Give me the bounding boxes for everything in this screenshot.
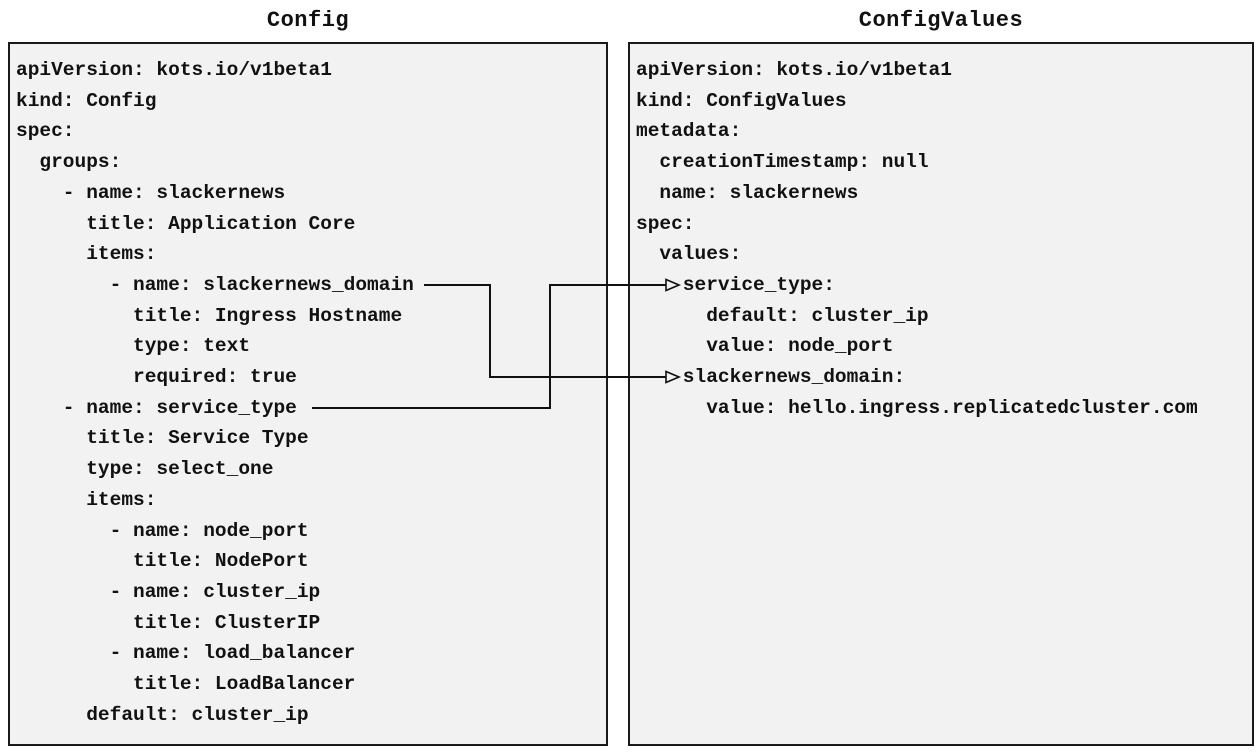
- configvalues-panel-title: ConfigValues: [858, 8, 1024, 33]
- config-yaml-code: apiVersion: kots.io/v1beta1 kind: Config…: [16, 59, 414, 726]
- configvalues-yaml-code: apiVersion: kots.io/v1beta1 kind: Config…: [636, 59, 1198, 419]
- configvalues-panel: apiVersion: kots.io/v1beta1 kind: Config…: [628, 42, 1254, 746]
- config-panel: apiVersion: kots.io/v1beta1 kind: Config…: [8, 42, 608, 746]
- config-panel-title: Config: [266, 8, 350, 33]
